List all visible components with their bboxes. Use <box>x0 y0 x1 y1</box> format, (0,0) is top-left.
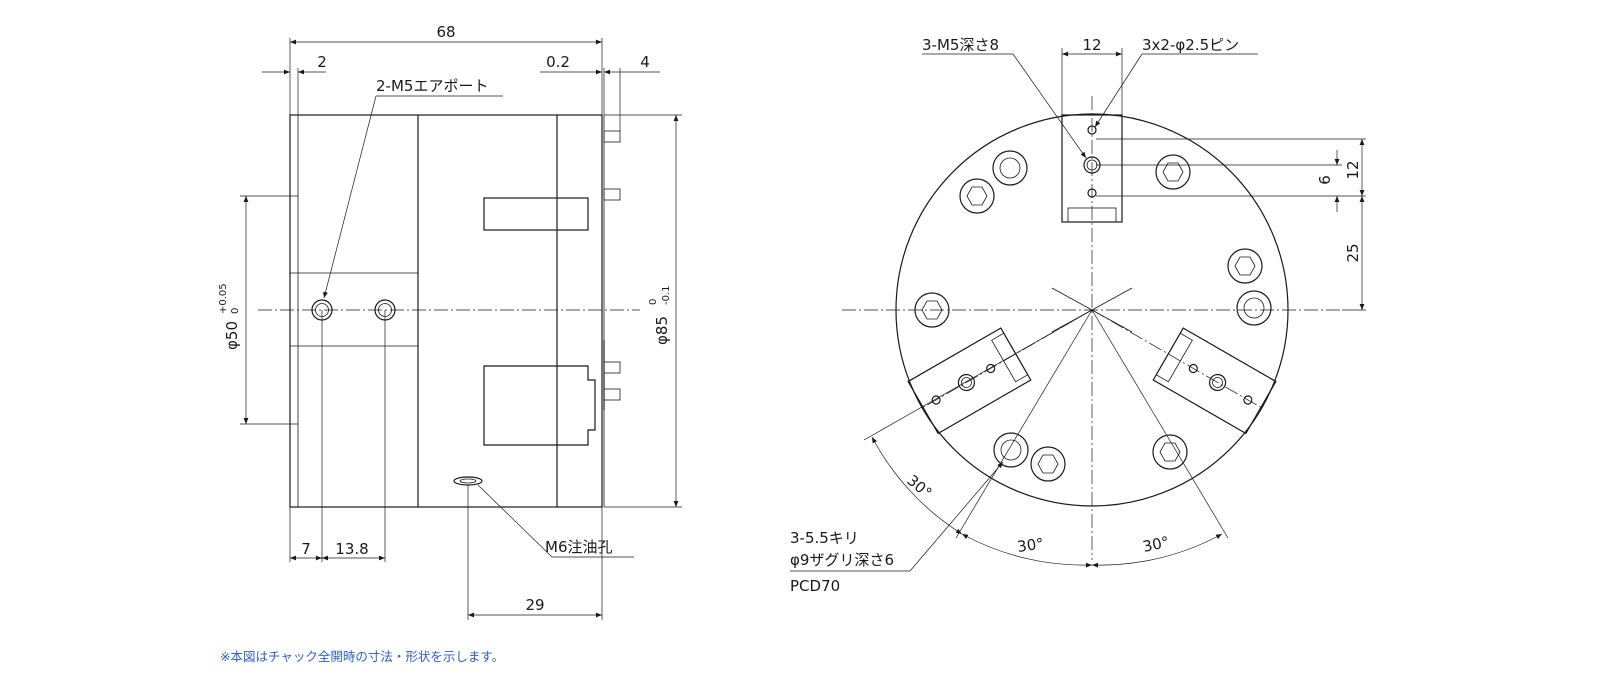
bore-dim: φ50 <box>223 321 241 350</box>
pin-leader <box>1094 53 1143 128</box>
bore-tol-upper: +0.05 <box>218 283 229 314</box>
socket-bolts <box>914 154 1263 482</box>
air-port-leader <box>323 95 377 299</box>
angle-arc-3 <box>1091 533 1223 568</box>
dim-6: 6 <box>1316 175 1334 185</box>
dim-13-8: 13.8 <box>335 540 368 558</box>
pin-2 <box>603 188 621 201</box>
dim-7: 7 <box>301 540 311 558</box>
jaw-lower-left <box>907 327 1032 435</box>
pin-4 <box>603 388 621 401</box>
front-view: 12 3-M5深さ8 3x2-φ2.5ピン 12 6 25 30° 30° 30… <box>790 36 1366 595</box>
air-port-label: 2-M5エアポート <box>376 77 488 95</box>
angle-label-1: 30° <box>903 471 935 502</box>
tap-holes-label: 3-M5深さ8 <box>922 36 999 54</box>
jaw-width-dim: 12 <box>1082 36 1101 54</box>
angle-arc-2 <box>961 533 1093 568</box>
angle-arc-1 <box>871 436 963 535</box>
dim-0-2: 0.2 <box>546 53 570 71</box>
bolt-label-3: PCD70 <box>790 577 840 595</box>
bolt-label-2: φ9ザグリ深さ6 <box>790 551 894 569</box>
angle-label-2: 30° <box>1016 534 1045 556</box>
dim-12-right: 12 <box>1344 160 1362 179</box>
jaw-top <box>1061 114 1123 223</box>
dim-68: 68 <box>436 23 455 41</box>
outer-tol-upper: 0 <box>648 299 659 305</box>
jaw-lower <box>483 365 596 446</box>
body-outline <box>289 114 603 508</box>
jaw-upper <box>483 197 589 231</box>
side-view: 68 2 0.2 4 2-M5エアポート φ50 +0.05 0 φ85 0 -… <box>218 23 682 620</box>
pins-label: 3x2-φ2.5ピン <box>1142 36 1239 54</box>
dim-29: 29 <box>525 596 544 614</box>
bolt-leader <box>909 461 1004 572</box>
bolt-label-1: 3-5.5キリ <box>790 529 859 547</box>
footnote: ※本図はチャック全開時の寸法・形状を示します。 <box>220 649 504 664</box>
pin-1 <box>603 130 621 143</box>
jaw-lower-right <box>1152 327 1277 435</box>
oil-hole-leader <box>477 484 553 558</box>
angle-label-3: 30° <box>1141 533 1171 556</box>
tap-leader <box>1012 53 1087 159</box>
bore-tol-lower: 0 <box>230 308 241 314</box>
oil-hole-label: M6注油孔 <box>545 538 613 556</box>
counterbore-holes <box>992 150 1272 468</box>
dim-4: 4 <box>640 53 650 71</box>
outer-tol-lower: -0.1 <box>661 285 672 305</box>
dim-2: 2 <box>317 53 327 71</box>
pin-3 <box>603 361 621 374</box>
oil-hole <box>453 476 483 486</box>
outer-dim: φ85 <box>653 316 671 345</box>
dim-25: 25 <box>1344 243 1362 262</box>
